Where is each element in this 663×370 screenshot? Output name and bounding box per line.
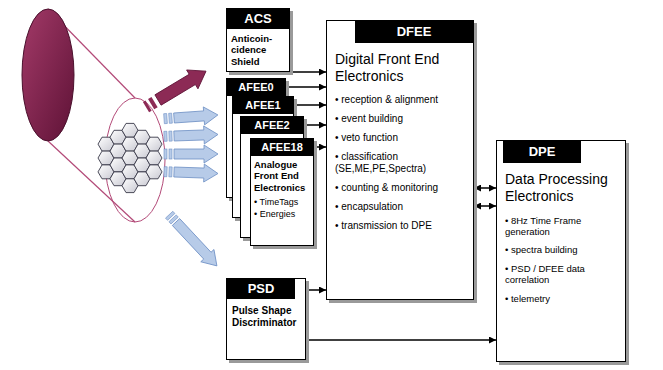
block-arrow: [164, 163, 219, 183]
box-title: Anticoin- cidence Shield: [227, 33, 289, 67]
detector-array: [98, 123, 162, 192]
component-box: AFEE18Analogue Front End Electronics • Ti…: [250, 138, 314, 246]
box-header: ACS: [227, 9, 289, 29]
block-arrow: [163, 106, 218, 128]
component-box: DPE Data Processing Electronics • 8Hz Time…: [496, 140, 626, 362]
detector-hexagon: [146, 137, 162, 151]
box-header: AFEE0: [227, 79, 285, 96]
bullet-item: • event building: [327, 113, 473, 125]
bullet-item: • PSD / DFEE data correlation: [497, 263, 625, 286]
bullet-item: • TimeTags: [251, 197, 313, 208]
signal-connector: [306, 339, 496, 341]
bullet-item: • counting & monitoring: [327, 182, 473, 194]
box-title: Data Processing Electronics: [497, 171, 625, 205]
box-header: DPE: [503, 141, 581, 163]
box-header: AFEE2: [241, 117, 303, 134]
box-title: Digital Front End Electronics: [327, 51, 473, 85]
box-title: Analogue Front End Electronics: [251, 159, 313, 193]
component-box: DFEE Digital Front End Electronics • recep…: [326, 20, 474, 300]
block-arrow: [164, 145, 218, 163]
box-header: AFEE1: [233, 97, 293, 114]
signal-connector: [474, 205, 496, 207]
cylinder-end: [105, 98, 165, 222]
box-header: PSD: [227, 279, 295, 299]
bullet-item: • classification (SE,ME,PE,Spectra): [327, 151, 473, 175]
bullet-item: • encapsulation: [327, 201, 473, 213]
component-box: PSD Pulse Shape Discriminator: [226, 278, 306, 360]
detector-hexagon: [146, 165, 162, 179]
signal-connector: [294, 104, 326, 106]
bullet-item: • Energies: [251, 209, 313, 220]
bullet-item: • reception & alignment: [327, 94, 473, 106]
block-arrow: [164, 125, 219, 145]
cylinder-edge: [48, 141, 135, 222]
block-arrow: [140, 62, 211, 117]
detector-hexagon: [146, 151, 162, 165]
box-header: DFEE: [355, 21, 473, 43]
box-title: Pulse Shape Discriminator: [227, 305, 305, 329]
box-header: AFEE18: [251, 139, 313, 156]
block-arrow: [163, 209, 224, 272]
cylinder-face: [22, 9, 74, 141]
component-box: ACS Anticoin- cidence Shield: [226, 8, 290, 72]
signal-connector: [286, 86, 326, 88]
bullet-item: • spectra building: [497, 244, 625, 255]
signal-connector: [306, 289, 326, 291]
signal-connector: [474, 187, 496, 189]
bullet-item: • transmission to DPE: [327, 220, 473, 232]
bullet-item: • telemetry: [497, 293, 625, 304]
signal-connector: [304, 124, 326, 126]
bullet-item: • 8Hz Time Frame generation: [497, 215, 625, 238]
bullet-item: • veto function: [327, 132, 473, 144]
signal-connector: [314, 146, 326, 148]
